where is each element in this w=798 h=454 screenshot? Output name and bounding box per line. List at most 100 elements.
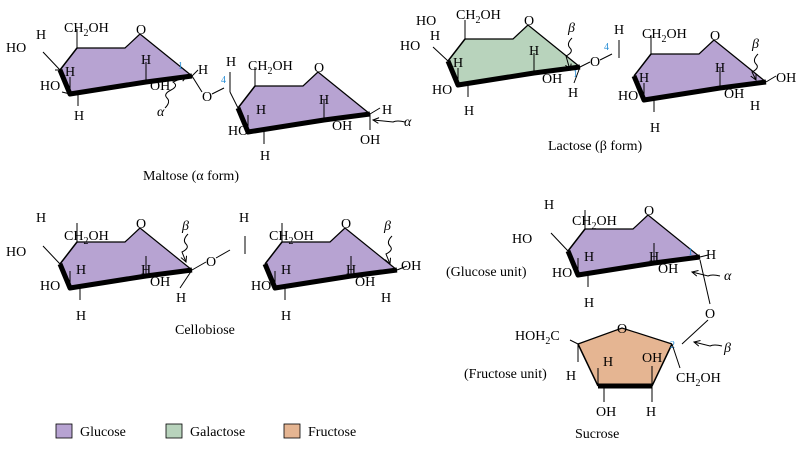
ch2oh-label: CH2OH: [572, 214, 617, 232]
legend-swatch-glucose: [55, 423, 73, 439]
ho-label: HO: [40, 279, 60, 294]
oh-label: OH: [724, 87, 744, 102]
alpha-label: α: [404, 115, 412, 130]
glycosidic-oxygen-label: O: [206, 255, 216, 270]
glycosidic-oxygen-label: O: [202, 90, 212, 105]
maltose-caption: Maltose (α form): [143, 169, 239, 184]
h-label: H: [381, 291, 391, 306]
h-label: H: [706, 248, 716, 263]
h-label: H: [584, 250, 594, 265]
carbon-number-1: 1: [178, 61, 183, 72]
carbon-number-4: 4: [221, 75, 226, 86]
ho-label: HO: [251, 279, 271, 294]
carbon-number-1: 1: [688, 247, 693, 258]
h-label: H: [176, 291, 186, 306]
ch2oh-label: CH2OH: [456, 8, 501, 26]
legend-swatch-galactose: [165, 423, 183, 439]
lactose-caption: Lactose (β form): [548, 139, 643, 154]
ring-oxygen-label: O: [136, 23, 146, 38]
fructose-unit-label: (Fructose unit): [464, 367, 547, 382]
h-label: H: [239, 211, 249, 226]
ring-oxygen-label: O: [644, 204, 654, 219]
alpha-label: α: [157, 105, 165, 120]
ring-oxygen-label: O: [314, 61, 324, 76]
ch2oh-label: CH2OH: [642, 27, 687, 45]
ch2oh-label: CH2OH: [64, 229, 109, 247]
oh-label: OH: [642, 351, 662, 366]
h-label: H: [256, 103, 266, 118]
ho-label: HO: [6, 245, 26, 260]
oh-label: OH: [360, 133, 380, 148]
h-label: H: [382, 103, 392, 118]
h-label: H: [646, 405, 656, 420]
h-label: H: [74, 109, 84, 124]
cellobiose-structure: O CH2OH H HO H HO H H OH H O β O CH2OH: [6, 211, 421, 324]
h-label: H: [346, 263, 356, 278]
h-label: H: [568, 86, 578, 101]
ring-oxygen-label: O: [524, 14, 534, 29]
h-label: H: [36, 211, 46, 226]
carbon-number-4: 4: [604, 42, 609, 53]
ho-label: HO: [40, 79, 60, 94]
h-label: H: [603, 355, 613, 370]
beta-label: β: [181, 219, 189, 234]
legend: Glucose Galactose Fructose: [55, 423, 356, 440]
glycosidic-oxygen-label: O: [590, 55, 600, 70]
ring-oxygen-label: O: [136, 217, 146, 232]
ring-oxygen-label: O: [341, 217, 351, 232]
beta-label: β: [383, 219, 391, 234]
beta-label: β: [751, 37, 759, 52]
lactose-structure: O CH2OH HO H HO H HO H H OH 1 H O β O: [400, 8, 796, 136]
h-label: H: [566, 369, 576, 384]
beta-label: β: [567, 21, 575, 36]
h-label: H: [141, 263, 151, 278]
ch2oh-label: CH2OH: [269, 229, 314, 247]
legend-label-glucose: Glucose: [80, 425, 126, 440]
ho-label: HO: [432, 83, 452, 98]
oh-label: OH: [150, 275, 170, 290]
ho-label: HO: [552, 266, 572, 281]
h-label: H: [141, 53, 151, 68]
h-label: H: [453, 56, 463, 71]
h-label: H: [76, 263, 86, 278]
legend-label-fructose: Fructose: [308, 425, 356, 440]
ho-label: HO: [228, 124, 248, 139]
ch2oh-label: CH2OH: [248, 59, 293, 77]
ho-label: HO: [400, 39, 420, 54]
glucose-unit-label: (Glucose unit): [446, 265, 527, 280]
h-label: H: [281, 263, 291, 278]
h-label: H: [76, 309, 86, 324]
oh-label: OH: [332, 119, 352, 134]
hoh2c-label: HOH2C: [515, 329, 560, 347]
oh-label: OH: [596, 405, 616, 420]
oh-label: OH: [150, 79, 170, 94]
ho-label: HO: [6, 41, 26, 56]
ch2oh-label: CH2OH: [676, 371, 721, 389]
h-label: H: [226, 55, 236, 70]
h-label: H: [544, 198, 554, 213]
beta-label: β: [723, 341, 731, 356]
h-label: H: [614, 23, 624, 38]
cellobiose-caption: Cellobiose: [175, 323, 235, 338]
oh-label: OH: [355, 275, 375, 290]
h-label: H: [639, 71, 649, 86]
ring-oxygen-label: O: [710, 29, 720, 44]
sucrose-caption: Sucrose: [575, 427, 619, 442]
ho-label: HO: [416, 14, 436, 29]
ho-label: HO: [618, 89, 638, 104]
h-label: H: [319, 93, 329, 108]
h-label: H: [584, 296, 594, 311]
h-label: H: [65, 65, 75, 80]
oh-label: OH: [542, 72, 562, 87]
sucrose-structure: O CH2OH H HO H HO H H OH 1 H O α: [512, 198, 732, 420]
glycosidic-oxygen-label: O: [705, 307, 715, 322]
fructose-ring: O 2 HOH2C H H OH OH H CH2OH: [515, 322, 721, 420]
h-label: H: [260, 149, 270, 164]
legend-swatch-fructose: [283, 423, 301, 439]
h-label: H: [430, 29, 440, 44]
h-label: H: [281, 309, 291, 324]
legend-label-galactose: Galactose: [190, 425, 245, 440]
oh-label: OH: [658, 262, 678, 277]
